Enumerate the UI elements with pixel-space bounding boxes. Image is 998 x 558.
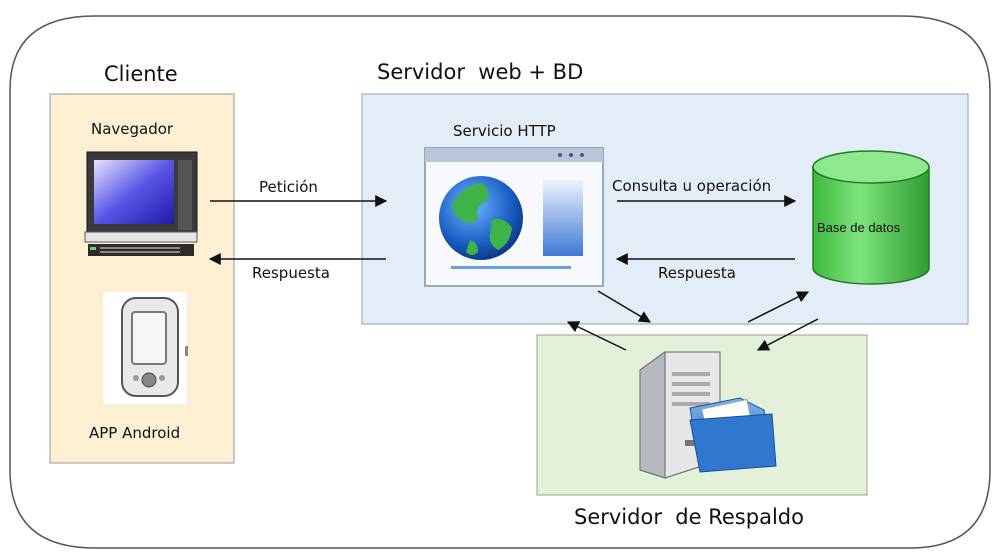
backup-to-web-arrow xyxy=(566,321,627,351)
outer-frame xyxy=(9,15,991,549)
backup-server-title: Servidor de Respaldo xyxy=(574,505,804,529)
database-icon xyxy=(812,150,930,285)
browser-window-icon xyxy=(424,147,604,287)
phone-icon xyxy=(103,292,188,404)
browser-label: Navegador xyxy=(91,120,174,138)
computer-icon xyxy=(84,151,198,256)
backup-server-icon xyxy=(639,351,777,479)
arrows xyxy=(208,195,819,351)
request-label: Petición xyxy=(259,178,318,196)
http-service-label: Servicio HTTP xyxy=(453,122,556,140)
web-to-backup-arrow xyxy=(597,290,652,323)
db-to-backup-arrow xyxy=(756,318,819,351)
client-box xyxy=(49,93,235,464)
database-label: Base de datos xyxy=(817,220,901,235)
client-title: Cliente xyxy=(104,62,178,86)
web-server-title: Servidor web + BD xyxy=(377,60,584,84)
response-db-label: Respuesta xyxy=(658,264,736,282)
response-client-label: Respuesta xyxy=(252,264,330,282)
query-label: Consulta u operación xyxy=(612,177,772,195)
app-android-label: APP Android xyxy=(89,424,181,442)
backup-to-db-arrow xyxy=(747,291,810,323)
